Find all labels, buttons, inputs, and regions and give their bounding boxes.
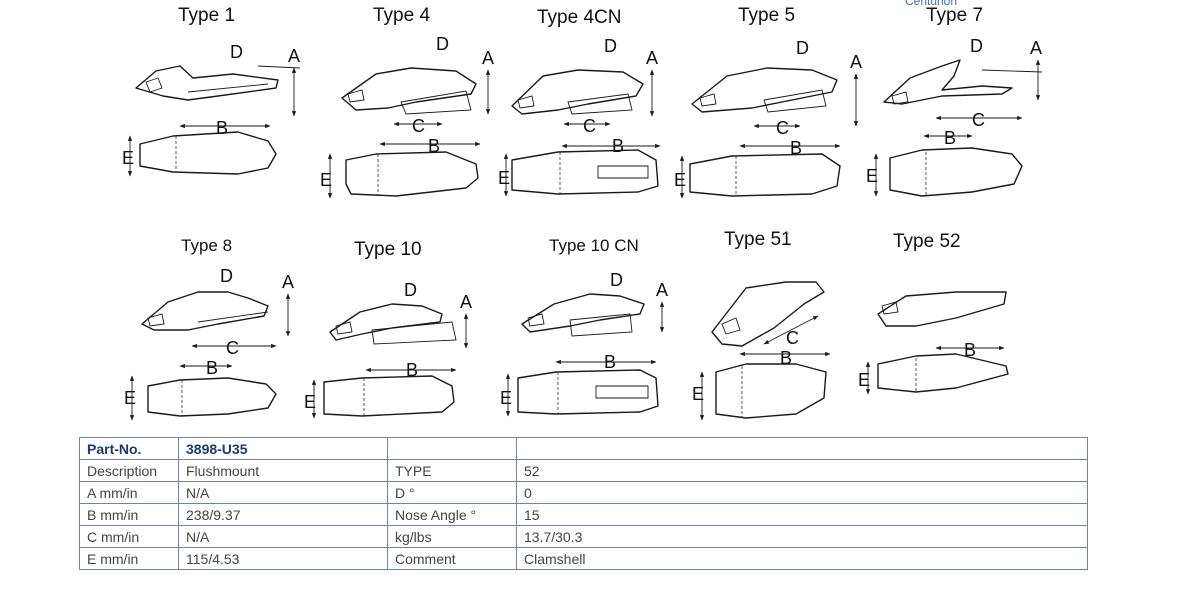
type-label-52: Type 52 — [893, 231, 961, 252]
table-cell: 3898-U35 — [178, 437, 388, 460]
type-label-4cn: Type 4CN — [537, 7, 622, 28]
table-cell: C mm/in — [79, 525, 179, 548]
table-cell: Nose Angle ° — [387, 503, 517, 526]
diagram-type-7: D A C B E — [866, 36, 1042, 197]
diagram-type-8: D A C B E — [124, 266, 294, 421]
table-cell: Description — [79, 459, 179, 482]
table-header-row: Part-No. 3898-U35 — [79, 437, 1088, 460]
dim-c: C — [786, 328, 799, 348]
table-cell: B mm/in — [79, 503, 179, 526]
table-cell — [516, 437, 1088, 460]
dim-d: D — [604, 36, 617, 56]
diagram-type-51: C B E — [692, 281, 831, 421]
dim-e: E — [674, 170, 686, 190]
dim-a: A — [646, 48, 658, 68]
table-cell: 15 — [516, 503, 1088, 526]
dim-b: B — [428, 136, 440, 156]
table-row: Description Flushmount TYPE 52 — [79, 459, 1088, 482]
dim-a: A — [850, 52, 862, 72]
table-cell: kg/lbs — [387, 525, 517, 548]
dim-b: B — [944, 128, 956, 148]
table-cell — [387, 437, 517, 460]
type-label-51: Type 51 — [724, 229, 792, 250]
type-label-1: Type 1 — [178, 5, 236, 26]
table-row: E mm/in 115/4.53 Comment Clamshell — [79, 547, 1088, 570]
dim-d: D — [970, 36, 983, 56]
table-cell: Clamshell — [516, 547, 1088, 570]
table-cell: E mm/in — [79, 547, 179, 570]
table-cell: 13.7/30.3 — [516, 525, 1088, 548]
type-label-10cn: Type 10 CN — [549, 236, 639, 255]
spec-table: Part-No. 3898-U35 Description Flushmount… — [79, 437, 1088, 570]
dim-d: D — [404, 280, 417, 300]
clipped-heading-text: Centurion — [905, 0, 958, 8]
dim-b: B — [790, 138, 802, 158]
table-row: B mm/in 238/9.37 Nose Angle ° 15 — [79, 503, 1088, 526]
dim-e: E — [498, 168, 510, 188]
table-cell: 52 — [516, 459, 1088, 482]
table-cell: N/A — [178, 481, 388, 504]
dim-e: E — [124, 388, 136, 408]
diagram-type-52: B E — [858, 291, 1009, 395]
type-label-10: Type 10 — [354, 239, 422, 260]
dim-e: E — [122, 148, 134, 168]
table-cell: A mm/in — [79, 481, 179, 504]
dim-a: A — [1030, 38, 1042, 58]
table-cell: Comment — [387, 547, 517, 570]
table-cell: 0 — [516, 481, 1088, 504]
table-cell: 115/4.53 — [178, 547, 388, 570]
type-label-8: Type 8 — [181, 236, 233, 255]
table-cell: D ° — [387, 481, 517, 504]
table-row: A mm/in N/A D ° 0 — [79, 481, 1088, 504]
dim-a: A — [288, 46, 300, 66]
table-row: C mm/in N/A kg/lbs 13.7/30.3 — [79, 525, 1088, 548]
dim-b: B — [206, 358, 218, 378]
dim-a: A — [482, 48, 494, 68]
diagram-type-10: D A B E — [304, 280, 472, 419]
diagram-type-5: D A C B E — [674, 38, 862, 199]
dim-a: A — [656, 280, 668, 300]
table-cell: 238/9.37 — [178, 503, 388, 526]
type-label-7: Type 7 — [926, 5, 984, 26]
dim-c: C — [412, 116, 425, 136]
dim-e: E — [500, 388, 512, 408]
dim-a: A — [460, 292, 472, 312]
dim-d: D — [610, 270, 623, 290]
dim-c: C — [776, 118, 789, 138]
type-label-5: Type 5 — [738, 5, 796, 26]
dim-d: D — [220, 266, 233, 286]
diagram-type-4: D A C B E — [320, 34, 494, 199]
dim-d: D — [796, 38, 809, 58]
table-cell: Part-No. — [79, 437, 179, 460]
dim-c: C — [226, 338, 239, 358]
diagram-type-4cn: D A C B E — [498, 36, 661, 197]
table-cell: TYPE — [387, 459, 517, 482]
type-label-4: Type 4 — [373, 5, 431, 26]
dim-d: D — [230, 42, 243, 62]
dim-a: A — [282, 272, 294, 292]
table-cell: N/A — [178, 525, 388, 548]
table-cell: Flushmount — [178, 459, 388, 482]
dim-c: C — [972, 110, 985, 130]
diagram-type-10cn: D A B E — [500, 270, 668, 417]
dim-b: B — [216, 118, 228, 138]
diagram-type-1: D A B E — [122, 42, 301, 177]
dim-b: B — [780, 348, 792, 368]
dim-d: D — [436, 34, 449, 54]
dim-c: C — [583, 116, 596, 136]
